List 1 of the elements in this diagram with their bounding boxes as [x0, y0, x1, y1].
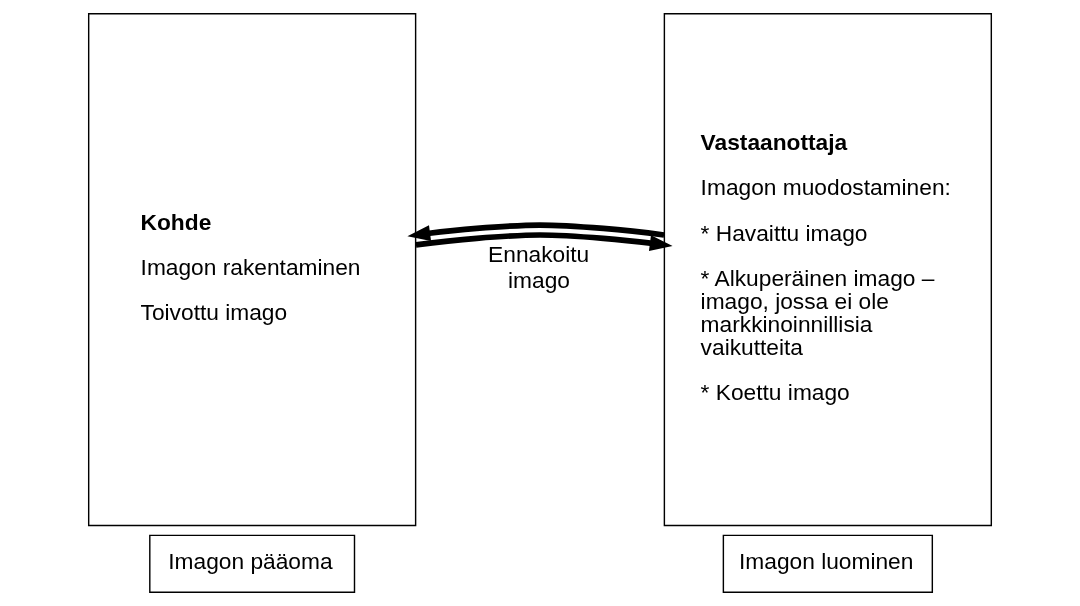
- label: Ennakoitu imago: [488, 241, 590, 293]
